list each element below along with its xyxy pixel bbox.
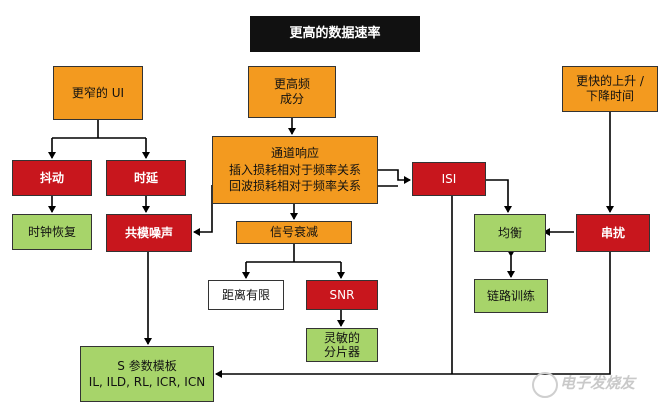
node-clock-recovery: 时钟恢复: [12, 214, 92, 250]
node-narrower-ui: 更窄的 UI: [53, 66, 143, 120]
node-sensitive-slicer: 灵敏的 分片器: [306, 328, 378, 362]
node-crosstalk: 串扰: [576, 214, 650, 252]
edge-channel-noise: [193, 185, 213, 236]
node-jitter: 抖动: [12, 160, 92, 196]
node-common-noise: 共模噪声: [106, 214, 192, 252]
node-channel-response: 通道响应 插入损耗相对于频率关系 回波损耗相对于频率关系: [212, 136, 378, 204]
node-latency: 时延: [106, 160, 186, 196]
node-higher-freq: 更高频 成分: [248, 66, 336, 118]
watermark-logo-icon: [532, 372, 558, 398]
node-distance-limited: 距离有限: [208, 280, 284, 310]
node-link-training: 链路训练: [474, 279, 548, 313]
edge-isi-eq: [485, 179, 512, 213]
edge-channel-isi: [378, 169, 411, 184]
node-s-param-template: S 参数模板 IL, ILD, RL, ICR, ICN: [80, 346, 214, 402]
node-isi: ISI: [412, 162, 486, 196]
node-equalization: 均衡: [474, 214, 546, 252]
node-signal-attenuation: 信号衰减: [236, 221, 352, 244]
edge-crosstalk-down: [215, 252, 611, 378]
watermark-text: 电子发烧友: [560, 374, 636, 392]
node-snr: SNR: [306, 280, 378, 310]
node-faster-edge: 更快的上升 / 下降时间: [562, 66, 658, 112]
page-title: 更高的数据速率: [250, 16, 420, 52]
